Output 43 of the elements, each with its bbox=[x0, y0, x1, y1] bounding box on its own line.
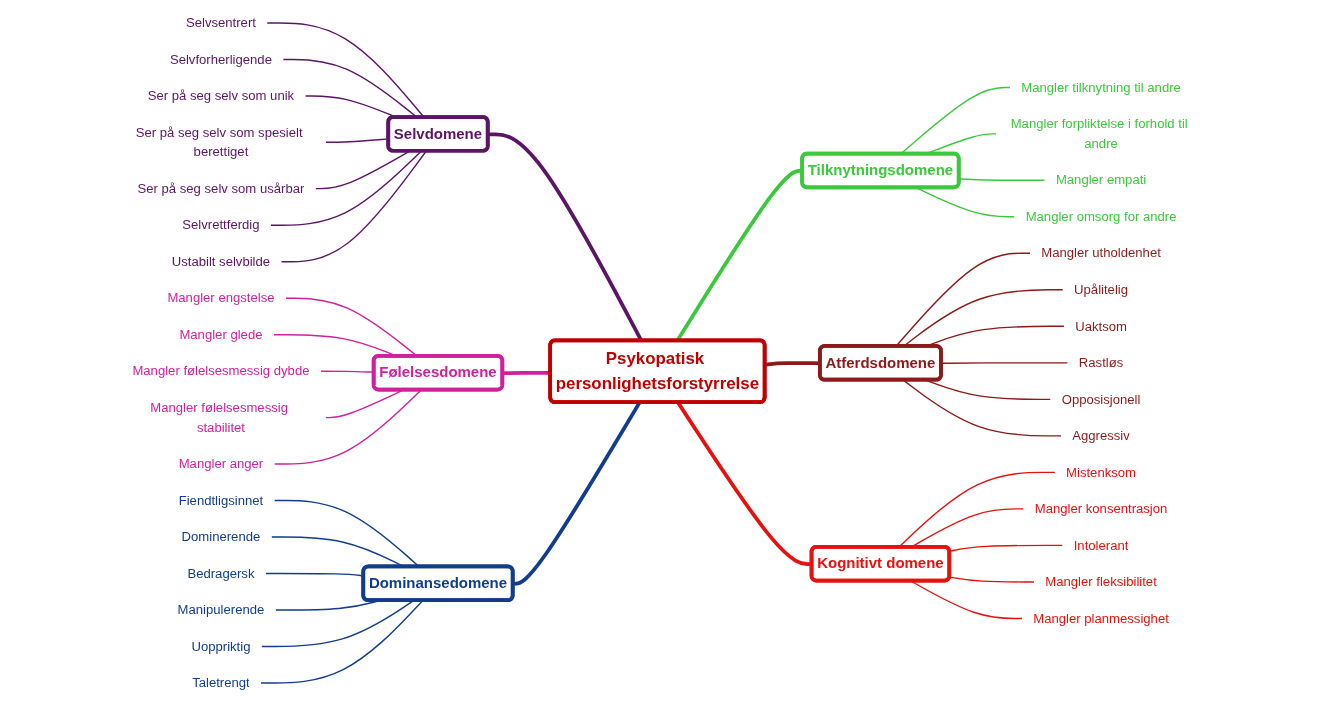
node-text: Rastløs bbox=[1078, 354, 1124, 370]
node-text: Selvforherligende bbox=[169, 51, 272, 67]
node-text: Mangler følelsesmessig dybde bbox=[132, 363, 310, 379]
node-text: Uoppriktig bbox=[191, 638, 251, 654]
node-text: Intolerant bbox=[1073, 537, 1129, 553]
node-text: Fiendtligsinnet bbox=[178, 492, 264, 508]
node-text: Uaktsom bbox=[1075, 318, 1127, 334]
node-text: Aggressiv bbox=[1072, 427, 1130, 443]
node-text: Mistenksom bbox=[1066, 464, 1137, 480]
connector bbox=[266, 22, 425, 119]
node-text: Dominerende bbox=[181, 529, 261, 545]
node-text: Opposisjonell bbox=[1061, 391, 1141, 407]
node-text: Mangler engstelse bbox=[167, 290, 275, 306]
node-text: Bedragersk bbox=[187, 565, 255, 581]
connector bbox=[282, 58, 418, 119]
node-text: Selvsentrert bbox=[185, 14, 256, 30]
node-text: Mangler empati bbox=[1055, 172, 1147, 188]
node-text: Ser på seg selv som unik bbox=[147, 88, 295, 103]
node-text: Ser på seg selv som spesielt berettiget bbox=[135, 124, 303, 160]
connector bbox=[280, 150, 427, 263]
connector bbox=[270, 150, 422, 226]
node-text: Mangler fleksibilitet bbox=[1045, 573, 1157, 589]
node-text: Mangler følelsesmessig stabilitet bbox=[150, 399, 288, 435]
connector bbox=[949, 576, 1035, 583]
connector bbox=[902, 379, 1062, 437]
node-text: Mangler omsorg for andre bbox=[1025, 208, 1177, 224]
connector bbox=[764, 361, 821, 367]
connector bbox=[949, 544, 1064, 552]
node-text: Selvrettferdig bbox=[182, 217, 260, 233]
node-text: Mangler planmessighet bbox=[1033, 610, 1169, 626]
connector bbox=[273, 389, 422, 465]
node-text: Taletrengt bbox=[192, 675, 250, 691]
node-text: Ser på seg selv som usårbar bbox=[137, 180, 305, 196]
node-text: Mangler glede bbox=[179, 326, 263, 342]
node-text: Ustabilt selvbilde bbox=[171, 253, 271, 269]
node-text: Mangler forpliktelse i forhold til andre bbox=[1010, 116, 1188, 151]
node-text: Mangler konsentrasjon bbox=[1034, 500, 1168, 516]
node-text: Mangler anger bbox=[178, 456, 264, 471]
node-text: Mangler tilknytning til andre bbox=[1021, 79, 1181, 95]
node-text: Mangler utholdenhet bbox=[1041, 245, 1161, 261]
node-text: Manipulerende bbox=[177, 602, 265, 618]
connector bbox=[910, 580, 1023, 620]
node-text: Upålitelig bbox=[1074, 281, 1129, 297]
